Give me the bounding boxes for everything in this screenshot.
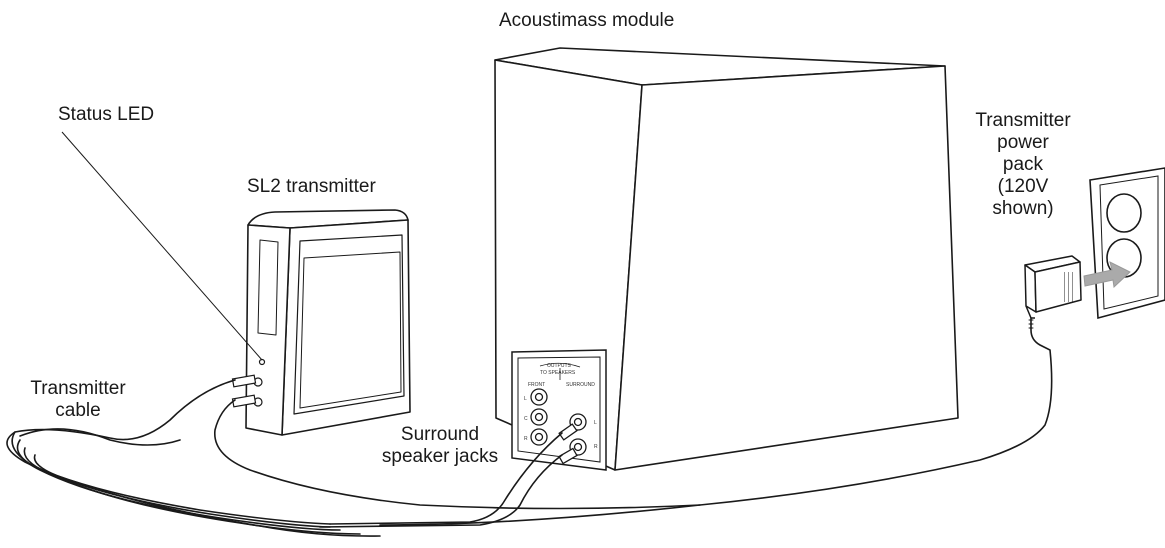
label-power-pack-line5: shown) (992, 198, 1054, 219)
transmitter-top (247, 209, 409, 229)
label-surround-speaker-jacks: Surround speaker jacks (366, 424, 514, 468)
label-power-pack-line2: power (997, 132, 1049, 153)
module-front-face (614, 65, 959, 471)
label-surround-jacks-line2: speaker jacks (381, 446, 499, 467)
status-led-leader-line (61, 131, 263, 361)
label-transmitter-cable-line1: Transmitter (30, 378, 126, 399)
panel-jack-l-surround: L (594, 420, 597, 426)
label-sl2-transmitter: SL2 transmitter (247, 176, 376, 197)
rear-jack-panel: OUTPUTS TO SPEAKERS FRONT SURROUND L C R… (511, 349, 607, 471)
label-surround-jacks-line1: Surround (400, 424, 480, 445)
panel-jack-r-front: R (524, 436, 528, 442)
panel-jack-l-front: L (524, 396, 527, 402)
label-power-pack-line4: (120V (997, 176, 1049, 197)
label-acoustimass-module: Acoustimass module (499, 10, 675, 31)
sl2-transmitter (245, 209, 411, 436)
label-power-pack: Transmitter power pack (120V shown) (958, 110, 1088, 220)
label-transmitter-cable-line2: cable (55, 400, 101, 421)
panel-to-speakers-text: TO SPEAKERS (540, 370, 576, 376)
panel-jack-r-surround: R (594, 444, 598, 450)
panel-outputs-text: OUTPUTS (547, 363, 572, 369)
panel-surround-text: SURROUND (566, 382, 595, 388)
label-status-led: Status LED (58, 104, 155, 125)
label-transmitter-cable: Transmitter cable (16, 378, 140, 422)
label-power-pack-line1: Transmitter (975, 110, 1071, 131)
transmitter-cable-a (6, 379, 331, 525)
transmitter-cable-b (214, 399, 701, 510)
speaker-cable-b (319, 454, 563, 528)
wall-outlet (1089, 167, 1165, 320)
power-pack (1024, 255, 1082, 319)
panel-front-text: FRONT (528, 382, 545, 388)
cables (6, 317, 1053, 537)
speaker-cable-a (329, 432, 563, 525)
transmitter-jacks (231, 358, 266, 408)
label-power-pack-line3: pack (1002, 154, 1044, 175)
plug-arrow (1083, 261, 1131, 289)
panel-jack-c: C (524, 416, 528, 422)
power-cord (379, 317, 1053, 526)
status-led-dot (258, 358, 266, 366)
